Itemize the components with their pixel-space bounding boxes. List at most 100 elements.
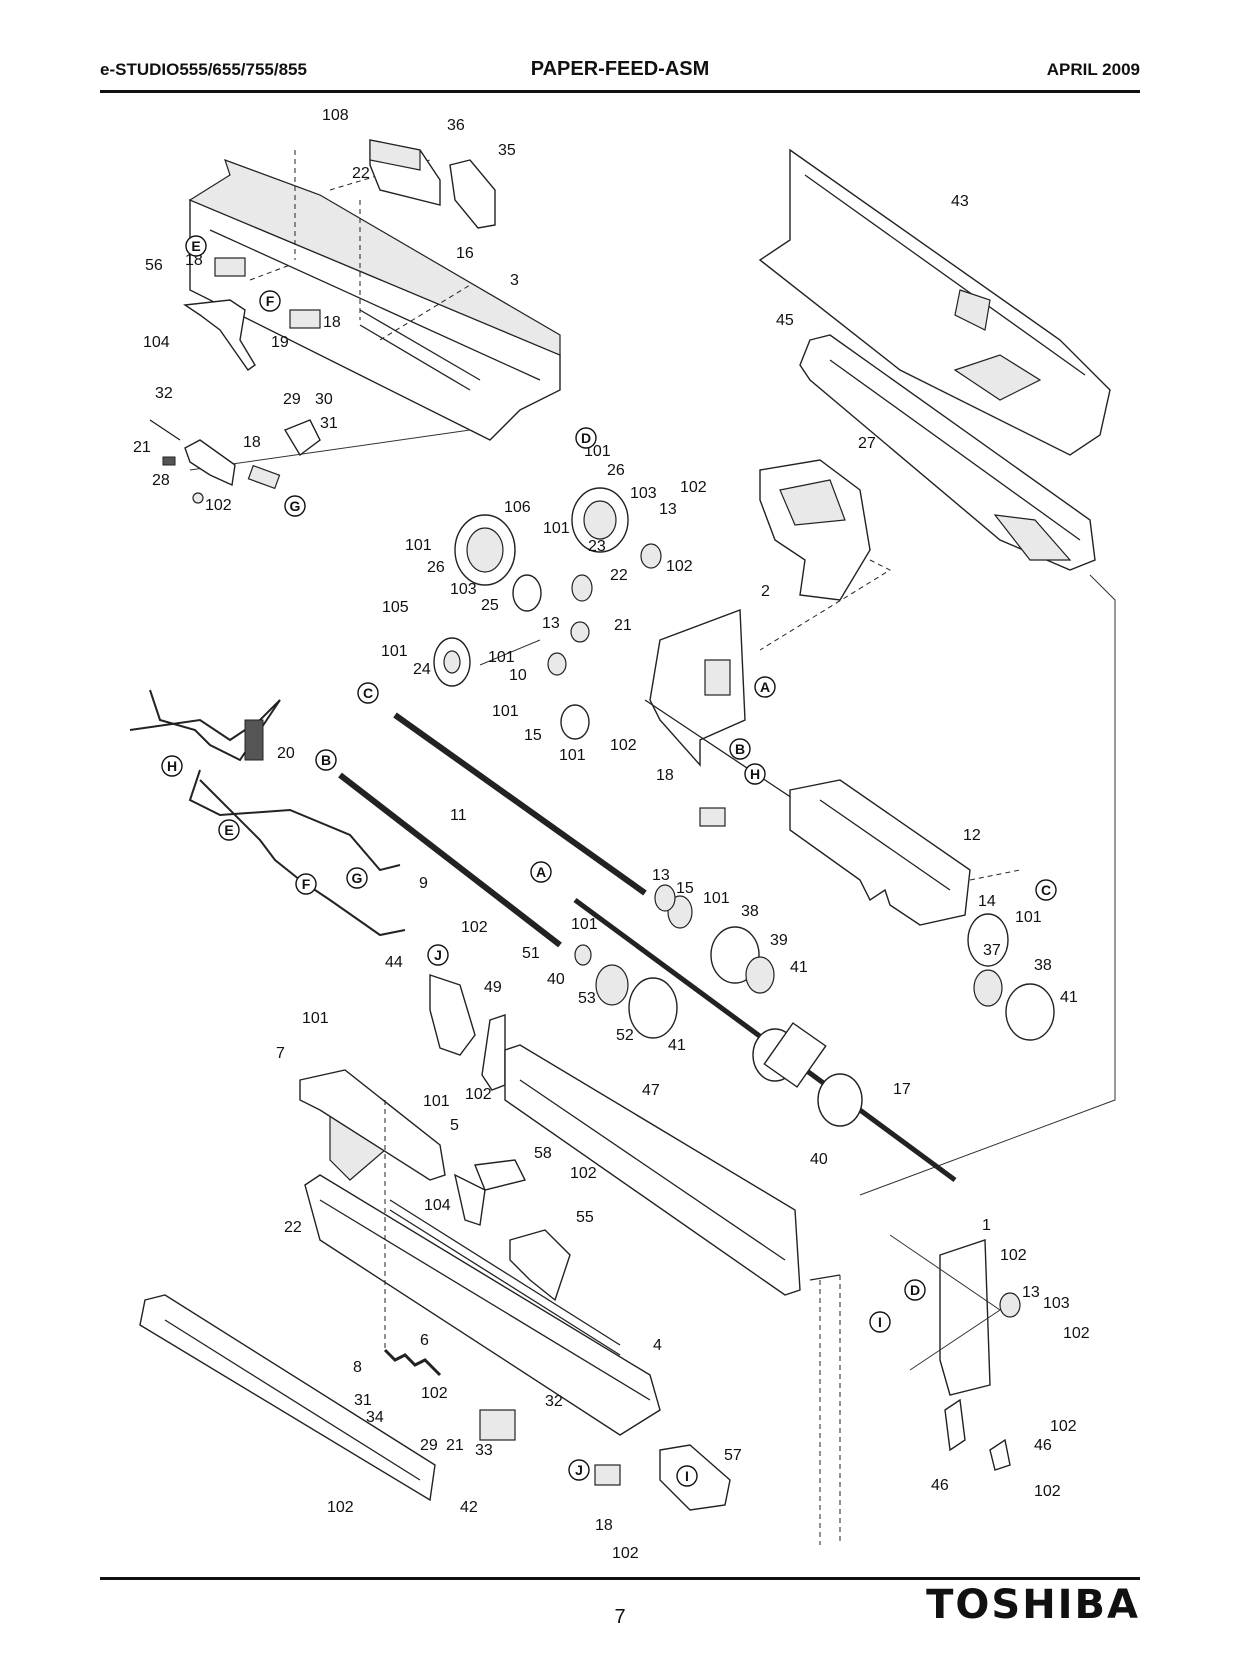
callout-c11: 11 [450, 807, 467, 824]
callout-c106: 106 [504, 499, 531, 516]
ref-mark-c: C [1035, 879, 1057, 901]
ref-mark-letter: G [352, 870, 363, 886]
ref-mark-circle [676, 1465, 698, 1487]
callout-c102d: 102 [610, 737, 637, 754]
callout-c18d: 18 [656, 767, 674, 784]
callout-c101c: 101 [543, 520, 570, 537]
ref-mark-circle [904, 1279, 926, 1301]
spring-part [383, 1348, 442, 1377]
feed-roller-part [454, 514, 516, 586]
ref-mark-j: J [568, 1459, 590, 1481]
drive-bracket-part [759, 459, 892, 651]
callout-c35: 35 [498, 142, 516, 159]
callout-c102a: 102 [205, 497, 232, 514]
ref-mark-letter: A [760, 679, 770, 695]
callout-c49: 49 [484, 979, 502, 996]
callout-c21b: 21 [614, 617, 632, 634]
callout-c16: 16 [456, 245, 474, 262]
pickup-roller-part [967, 913, 1055, 1041]
callout-c21a: 21 [133, 439, 151, 456]
callout-c102e: 102 [461, 919, 488, 936]
gear-part [433, 637, 471, 687]
ref-mark-letter: F [302, 876, 311, 892]
ref-mark-a: A [530, 861, 552, 883]
callout-c22c: 22 [284, 1219, 302, 1236]
upper-frame-part [188, 150, 561, 471]
callout-c7: 7 [276, 1045, 285, 1062]
ref-mark-letter: G [290, 498, 301, 514]
page-number: 7 [614, 1606, 626, 1628]
callout-c102i: 102 [1063, 1325, 1090, 1342]
ref-mark-circle [295, 873, 317, 895]
small-bracket-part [453, 1159, 571, 1302]
ref-mark-g: G [284, 495, 306, 517]
callout-c23: 23 [588, 538, 606, 555]
callout-c102n: 102 [612, 1545, 639, 1562]
callout-c102f: 102 [465, 1086, 492, 1103]
callout-c22a: 22 [352, 165, 370, 182]
callout-c101e: 101 [488, 649, 515, 666]
callout-c38a: 38 [741, 903, 759, 920]
callout-c12: 12 [963, 827, 981, 844]
ref-mark-circle [161, 755, 183, 777]
ref-mark-e: E [218, 819, 240, 841]
callout-c4: 4 [653, 1337, 662, 1354]
upper-paper-guide-part [758, 148, 1111, 456]
callout-c33: 33 [475, 1442, 493, 1459]
callout-c1: 1 [982, 1217, 991, 1234]
wire-harness-part [129, 689, 406, 937]
ref-mark-letter: E [191, 238, 200, 254]
bottom-guide-part [139, 1294, 436, 1502]
callout-c2: 2 [761, 583, 770, 600]
callout-c102m: 102 [327, 1499, 354, 1516]
publication-date: APRIL 2009 [1046, 60, 1140, 79]
sensor-part [214, 257, 321, 329]
callout-c25: 25 [481, 597, 499, 614]
callout-c30: 30 [315, 391, 333, 408]
sensor-bracket-part [149, 419, 321, 504]
callout-c57: 57 [724, 1447, 742, 1464]
ref-mark-d: D [904, 1279, 926, 1301]
guide-plate-part [504, 1044, 801, 1296]
callout-c27: 27 [858, 435, 876, 452]
callout-c13c: 13 [652, 867, 670, 884]
ref-mark-circle [869, 1311, 891, 1333]
callout-c37: 37 [983, 942, 1001, 959]
ref-mark-h: H [161, 755, 183, 777]
brand-logo: TOSHIBA [926, 1582, 1140, 1628]
ref-mark-letter: D [910, 1282, 920, 1298]
callout-c43: 43 [951, 193, 969, 210]
ref-mark-letter: I [685, 1468, 689, 1484]
callout-c40b: 40 [810, 1151, 828, 1168]
callout-c31a: 31 [320, 415, 338, 432]
callout-c9: 9 [419, 875, 428, 892]
callout-c102h: 102 [1000, 1247, 1027, 1264]
ref-mark-circle [357, 682, 379, 704]
callout-c19: 19 [271, 334, 289, 351]
link-plate-part [299, 1069, 446, 1350]
lever-part [183, 299, 256, 371]
ref-mark-circle [284, 495, 306, 517]
ref-mark-letter: J [575, 1462, 583, 1478]
callout-c51: 51 [522, 945, 540, 962]
ref-mark-circle [259, 290, 281, 312]
callout-c18b: 18 [323, 314, 341, 331]
ref-mark-letter: I [878, 1314, 882, 1330]
callout-c18c: 18 [243, 434, 261, 451]
pickup-roller-part [574, 884, 775, 1039]
ref-mark-letter: J [434, 947, 442, 963]
callout-c101l: 101 [423, 1093, 450, 1110]
callout-c15b: 15 [676, 880, 694, 897]
callout-c34: 34 [366, 1409, 384, 1426]
callout-c24: 24 [413, 661, 431, 678]
solenoid-part [369, 139, 441, 206]
ref-mark-letter: B [735, 741, 745, 757]
callout-c42: 42 [460, 1499, 478, 1516]
callout-c8: 8 [353, 1359, 362, 1376]
ref-mark-circle [729, 738, 751, 760]
ref-mark-letter: B [321, 752, 331, 768]
ref-mark-j: J [427, 944, 449, 966]
ref-mark-circle [754, 676, 776, 698]
callout-c102b: 102 [680, 479, 707, 496]
callout-c13d: 13 [1022, 1284, 1040, 1301]
